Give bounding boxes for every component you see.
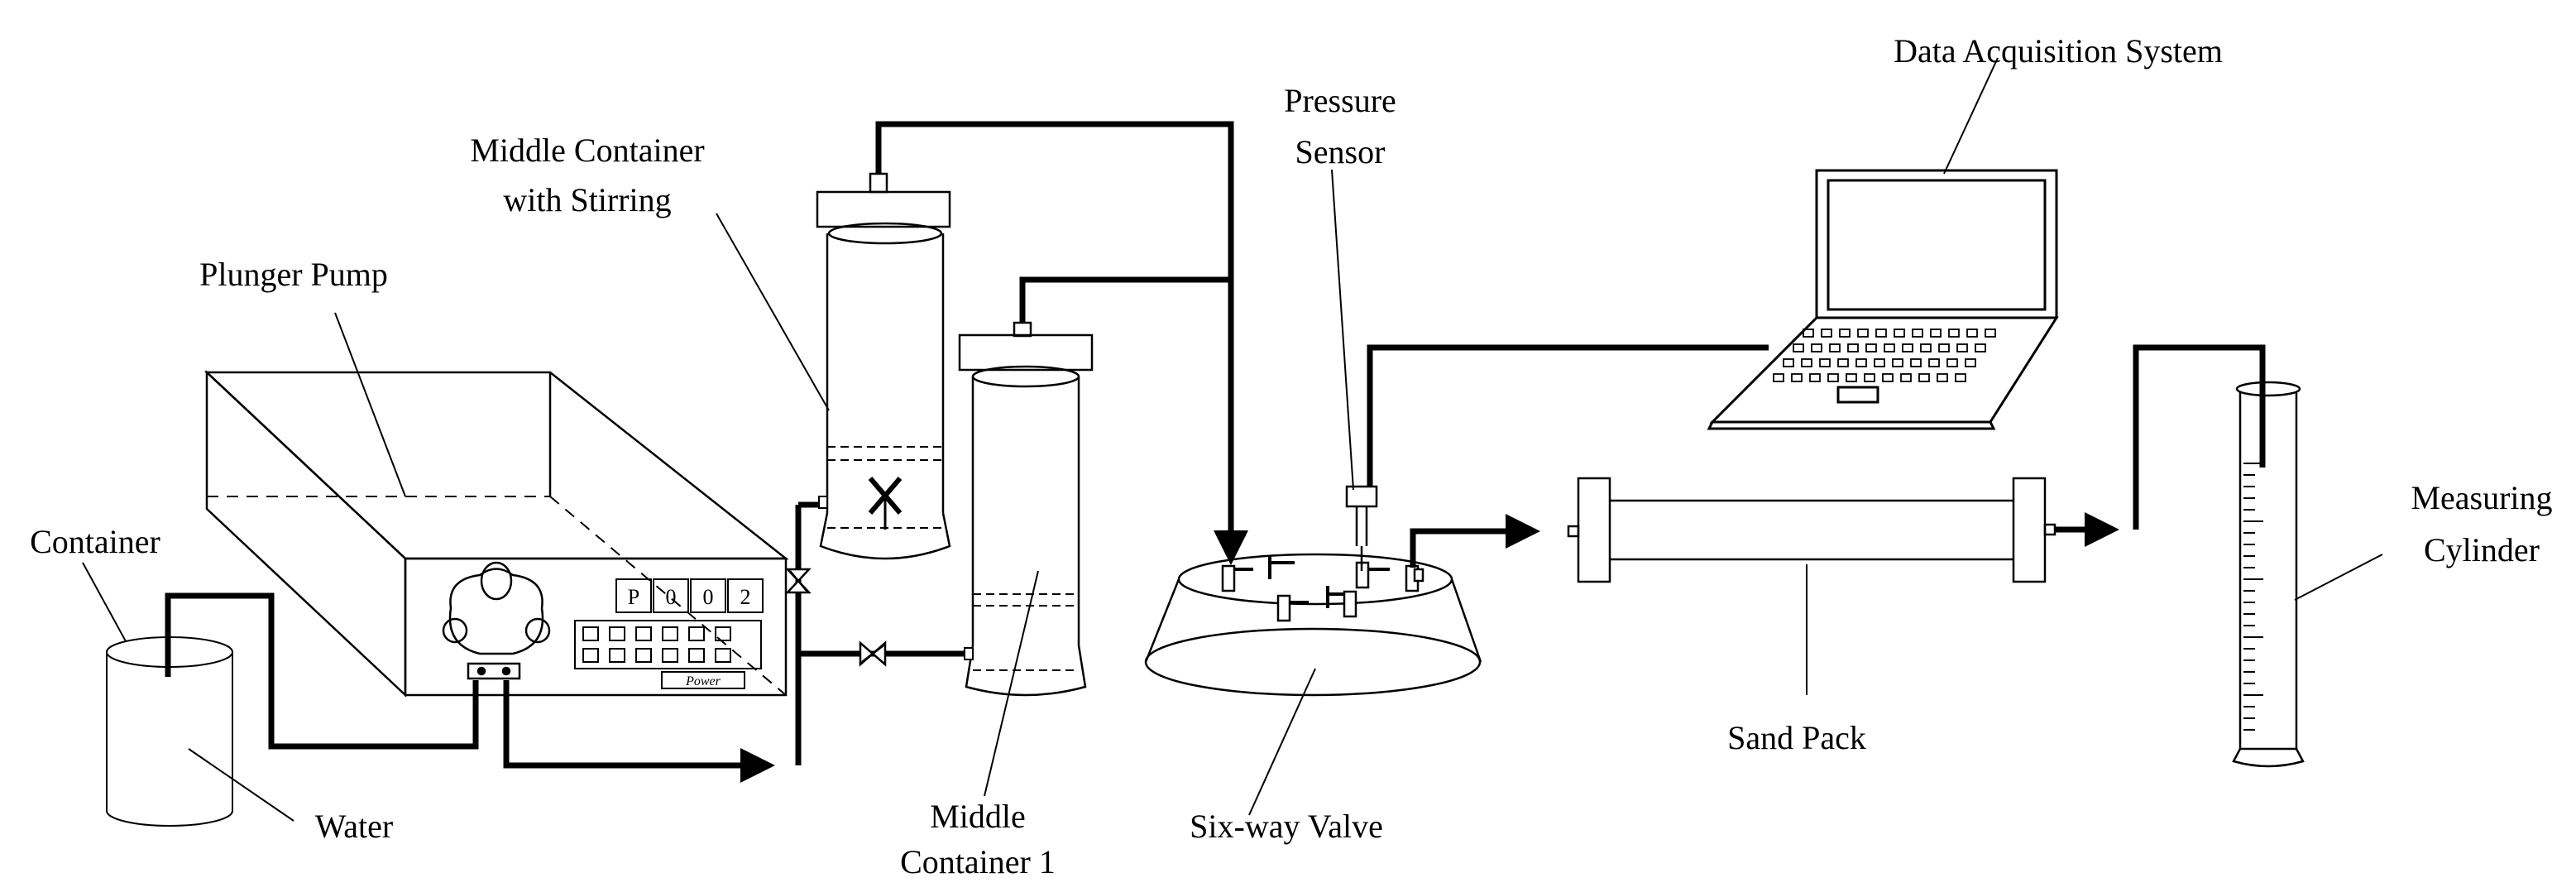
laptop-key (1966, 329, 1978, 338)
laptop-key (1773, 373, 1784, 382)
laptop-key (1910, 358, 1922, 367)
laptop-key (1864, 373, 1875, 382)
laptop-key (1839, 329, 1851, 338)
laptop-key (1827, 373, 1839, 382)
label-measuring-cylinder-line2: Cylinder (2424, 531, 2540, 568)
label-sand-pack: Sand Pack (1727, 719, 1866, 756)
pump-head (442, 561, 551, 680)
pump-display-digit-1: P (628, 585, 639, 609)
laptop-key (1975, 343, 1986, 352)
pump-display-digit-3: 0 (703, 585, 714, 609)
label-data-acquisition: Data Acquisition System (1894, 32, 2223, 70)
laptop-key (1821, 329, 1832, 338)
pump-display: P 0 0 2 (615, 578, 764, 613)
label-measuring-cylinder-line1: Measuring (2411, 479, 2552, 516)
laptop-key (1894, 329, 1905, 338)
label-pressure-sensor-line1: Pressure (1284, 82, 1396, 119)
laptop-key (1811, 343, 1822, 352)
laptop-key (1918, 373, 1930, 382)
laptop-key (1985, 329, 1996, 338)
stirring-container-inlet (818, 496, 828, 509)
laptop-key (1946, 358, 1958, 367)
plunger-pump (203, 370, 789, 698)
label-water: Water (315, 808, 394, 845)
pump-display-digit-2: 0 (666, 585, 677, 609)
middle-container-1 (958, 321, 1094, 697)
laptop-key (1938, 343, 1950, 352)
laptop-key (1948, 329, 1960, 338)
pump-power-button: Power (661, 671, 745, 689)
label-middle-stirring-line2: with Stirring (503, 181, 671, 218)
laptop-key (1928, 358, 1940, 367)
laptop-key (1956, 343, 1968, 352)
label-container: Container (30, 523, 160, 560)
laptop-key (1875, 329, 1887, 338)
valve-ports (1221, 561, 1424, 622)
cylinder-graduations (2243, 463, 2263, 731)
laptop-key (1902, 343, 1913, 352)
label-plunger-pump: Plunger Pump (199, 256, 388, 293)
tube-valve-to-sandpack (1410, 514, 1540, 568)
laptop-key (1930, 329, 1942, 338)
valve-handles (1234, 556, 1390, 608)
laptop-key (1965, 358, 1976, 367)
laptop (1707, 169, 2059, 430)
leader-lines (82, 57, 2383, 822)
sensor-signal-wire (1367, 344, 1769, 487)
laptop-key (1912, 329, 1923, 338)
laptop-key (1846, 373, 1857, 382)
laptop-key (1837, 358, 1849, 367)
laptop-key (1955, 373, 1966, 382)
pump-power-label: Power (685, 674, 721, 688)
laptop-key (1892, 358, 1903, 367)
pump-keypad (574, 620, 762, 669)
middle-container-stirring (816, 172, 951, 560)
laptop-key (1855, 358, 1867, 367)
laptop-key (1801, 358, 1812, 367)
label-middle-stirring-line1: Middle Container (470, 132, 704, 169)
pressure-sensor (1345, 485, 1378, 571)
laptop-key (1920, 343, 1932, 352)
laptop-keyboard (1773, 329, 1996, 382)
six-way-valve (1144, 553, 1482, 697)
laptop-key (1819, 358, 1831, 367)
laptop-key (1847, 343, 1859, 352)
tube-sandpack-to-cylinder (2055, 344, 2266, 547)
label-middle-container-1-line2: Container 1 (900, 843, 1056, 880)
laptop-key (1900, 373, 1912, 382)
laptop-key (1809, 373, 1821, 382)
laptop-key (1937, 373, 1948, 382)
label-middle-container-1-line1: Middle (930, 798, 1026, 835)
laptop-key (1803, 329, 1814, 338)
stirrer-icon (868, 477, 903, 530)
laptop-key (1882, 373, 1894, 382)
label-pressure-sensor-line2: Sensor (1295, 133, 1386, 170)
laptop-key (1829, 343, 1841, 352)
tube-containers-to-valve (875, 121, 1248, 565)
measuring-cylinder (2232, 381, 2305, 768)
laptop-key (1884, 343, 1895, 352)
valve-lower (859, 640, 887, 667)
sand-pack (1567, 477, 2056, 583)
laptop-key (1783, 358, 1794, 367)
laptop-key (1791, 373, 1803, 382)
label-six-way-valve: Six-way Valve (1190, 808, 1383, 845)
middle-container-1-inlet (964, 647, 974, 660)
valve-upper (785, 568, 812, 594)
laptop-key (1874, 358, 1885, 367)
pump-display-digit-4: 2 (740, 585, 751, 609)
laptop-key (1865, 343, 1877, 352)
laptop-key (1793, 343, 1804, 352)
laptop-key (1857, 329, 1869, 338)
tube-water-to-pump (165, 592, 479, 750)
